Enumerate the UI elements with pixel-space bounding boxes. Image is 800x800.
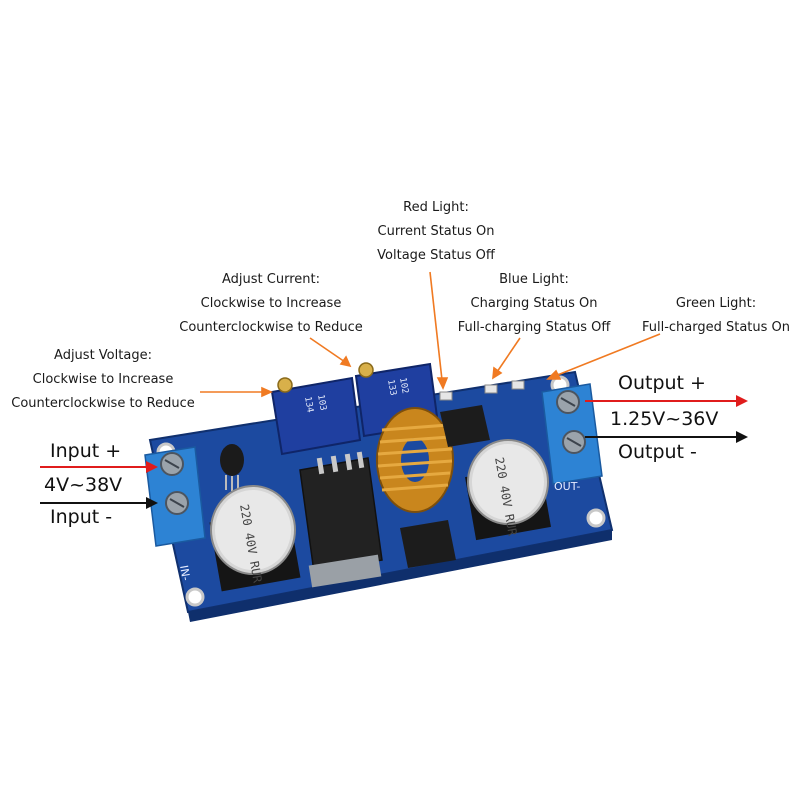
pot-right-mark-1: 102 bbox=[397, 377, 410, 395]
io-arrows bbox=[40, 395, 748, 509]
status-leds bbox=[439, 380, 525, 401]
adjust-current-title: Adjust Current: bbox=[222, 272, 320, 287]
adjust-voltage-title: Adjust Voltage: bbox=[54, 348, 152, 363]
leader-lines bbox=[200, 271, 661, 398]
red-light-current: Current Status On bbox=[377, 224, 495, 239]
toroid-inductor bbox=[376, 407, 454, 513]
input-minus-label: Input - bbox=[50, 506, 113, 528]
output-terminal bbox=[541, 383, 603, 485]
input-range-label: 4V~38V bbox=[44, 474, 123, 496]
pot-right-mark-2: 133 bbox=[385, 379, 398, 397]
adjust-current-reduce: Counterclockwise to Reduce bbox=[179, 320, 363, 335]
output-minus-label: Output - bbox=[618, 441, 697, 463]
adjust-voltage-label: Adjust Voltage: Clockwise to Increase Co… bbox=[8, 344, 198, 416]
input-capacitor: 220 40V RUR bbox=[209, 485, 301, 592]
out-minus-silk: OUT- bbox=[554, 480, 580, 493]
adjust-current-label: Adjust Current: Clockwise to Increase Co… bbox=[176, 268, 366, 340]
green-light-title: Green Light: bbox=[675, 296, 757, 311]
diode bbox=[400, 520, 456, 568]
output-capacitor: 220 40V RUR bbox=[465, 439, 551, 541]
output-range-label: 1.25V~36V bbox=[610, 408, 719, 430]
current-potentiometer: 103 134 bbox=[270, 376, 362, 456]
green-light-label: Green Light: Full-charged Status On bbox=[636, 292, 796, 340]
adjust-voltage-reduce: Counterclockwise to Reduce bbox=[11, 396, 195, 411]
pot-left-mark-1: 103 bbox=[315, 394, 328, 412]
red-light-voltage: Voltage Status Off bbox=[377, 248, 495, 263]
in-minus-silk: IN- bbox=[177, 564, 192, 581]
blue-light-title: Blue Light: bbox=[499, 272, 569, 287]
red-light-label: Red Light: Current Status On Voltage Sta… bbox=[372, 196, 500, 268]
blue-light-label: Blue Light: Charging Status On Full-char… bbox=[446, 268, 622, 340]
input-terminal bbox=[144, 446, 206, 547]
adjust-current-increase: Clockwise to Increase bbox=[200, 296, 342, 311]
transistor bbox=[220, 444, 244, 491]
input-plus-label: Input + bbox=[50, 440, 122, 462]
red-light-title: Red Light: bbox=[403, 200, 469, 215]
pot-left-mark-2: 134 bbox=[302, 396, 315, 414]
control-ic bbox=[440, 405, 490, 447]
blue-light-full: Full-charging Status Off bbox=[457, 320, 611, 335]
adjust-voltage-increase: Clockwise to Increase bbox=[32, 372, 174, 387]
green-light-full: Full-charged Status On bbox=[641, 320, 791, 335]
regulator-ic bbox=[299, 451, 383, 588]
blue-light-charging: Charging Status On bbox=[470, 296, 598, 311]
output-plus-label: Output + bbox=[618, 372, 706, 394]
